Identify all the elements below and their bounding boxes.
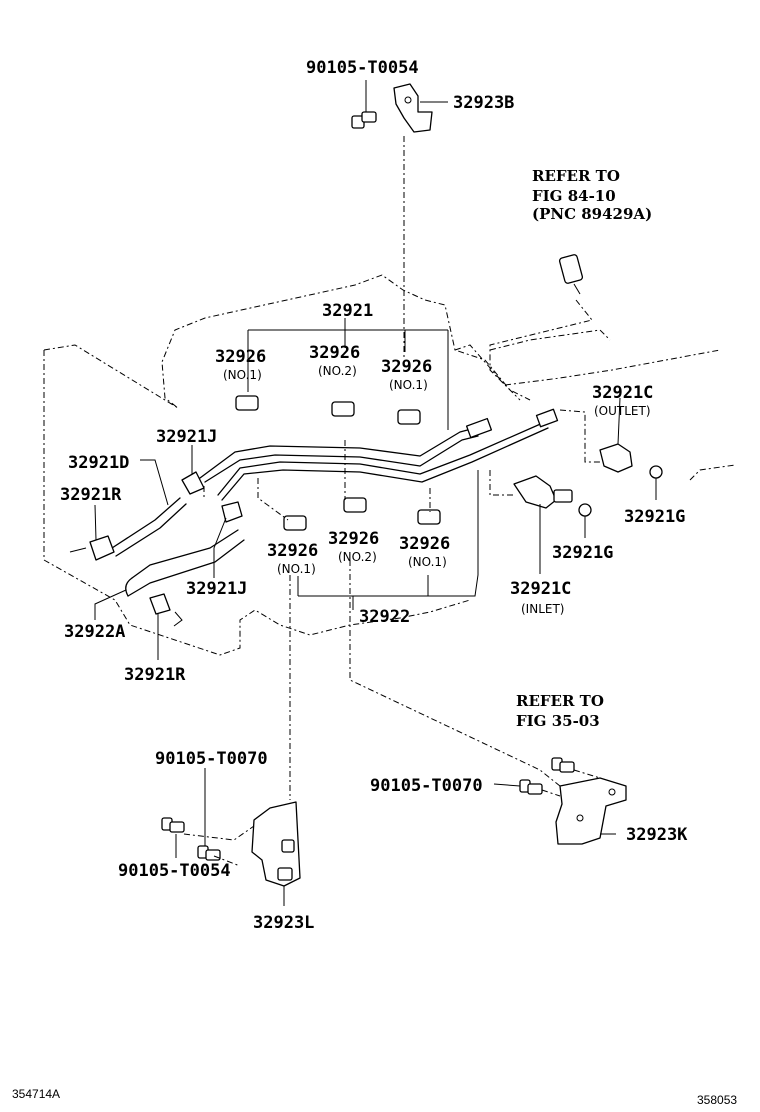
bolt-refer-fig-35-03 — [551, 757, 575, 773]
union-32921C-inlet — [513, 475, 592, 517]
clamp-32921R-bottom — [149, 593, 183, 627]
sensor-refer-fig-84-10 — [558, 254, 584, 295]
label-32926-c: 32926 — [381, 357, 432, 377]
cushions — [235, 395, 441, 531]
union-32921C-outlet — [599, 443, 663, 479]
label-32921: 32921 — [322, 301, 373, 321]
label-90105-T0054-top: 90105-T0054 — [306, 58, 419, 78]
label-32921C-inlet: 32921C — [510, 579, 571, 599]
fuel-pipes — [199, 408, 559, 501]
label-32921G-mid: 32921G — [552, 543, 613, 563]
label-32926-d-sub: (NO.1) — [277, 562, 316, 576]
clamp-32921R-top — [69, 535, 115, 561]
diagram-code-right: 358053 — [697, 1093, 737, 1107]
label-32923B: 32923B — [453, 93, 514, 113]
label-32926-e: 32926 — [328, 529, 379, 549]
label-32922A: 32922A — [64, 622, 125, 642]
label-32926-c-sub: (NO.1) — [389, 378, 428, 392]
leader-lines — [94, 80, 657, 906]
clamp-32921J-bottom — [221, 501, 243, 523]
assembly-dashed-lines — [183, 136, 601, 867]
engine-outline — [43, 274, 736, 656]
part-labels: 90105-T0054 32923B REFER TO FIG 84-10 (P… — [12, 58, 737, 1107]
hoses — [111, 497, 245, 597]
bolt-90105-T0054-bottom — [161, 817, 185, 833]
label-refer-top-line3: (PNC 89429A) — [532, 205, 652, 223]
label-32921J-top: 32921J — [156, 427, 217, 447]
bracket-32923L — [251, 801, 301, 887]
bolt-90105-T0070-left — [197, 845, 221, 861]
bracket-32923B — [393, 83, 433, 133]
label-32926-d: 32926 — [267, 541, 318, 561]
bracket-32923K — [555, 777, 627, 845]
label-32926-a: 32926 — [215, 347, 266, 367]
label-refer-top-line1: REFER TO — [532, 167, 620, 185]
label-90105-T0054-bottom: 90105-T0054 — [118, 861, 231, 881]
label-32926-a-sub: (NO.1) — [223, 368, 262, 382]
bolt-90105-T0070-right — [519, 779, 543, 795]
label-32926-f: 32926 — [399, 534, 450, 554]
label-90105-T0070-left: 90105-T0070 — [155, 749, 268, 769]
label-32926-e-sub: (NO.2) — [338, 550, 377, 564]
diagram-code-left: 354714A — [12, 1087, 60, 1101]
label-32921G-right: 32921G — [624, 507, 685, 527]
label-32921D: 32921D — [68, 453, 129, 473]
label-32926-f-sub: (NO.1) — [408, 555, 447, 569]
label-32921C-outlet-sub: (OUTLET) — [594, 404, 651, 418]
label-32921R-top: 32921R — [60, 485, 122, 505]
bolt-90105-T0054-top — [351, 111, 377, 129]
label-32921C-outlet: 32921C — [592, 383, 653, 403]
label-90105-T0070-right: 90105-T0070 — [370, 776, 483, 796]
label-32921R-bottom: 32921R — [124, 665, 186, 685]
label-refer-bottom-line1: REFER TO — [516, 692, 604, 710]
label-refer-top-line2: FIG 84-10 — [532, 187, 616, 205]
label-32921C-inlet-sub: (INLET) — [521, 602, 564, 616]
label-32922: 32922 — [359, 607, 410, 627]
label-32923K: 32923K — [626, 825, 688, 845]
label-32921J-bottom: 32921J — [186, 579, 247, 599]
label-32926-b: 32926 — [309, 343, 360, 363]
label-refer-bottom-line2: FIG 35-03 — [516, 712, 600, 730]
label-32926-b-sub: (NO.2) — [318, 364, 357, 378]
clamp-32921J-top — [181, 471, 205, 495]
label-32923L: 32923L — [253, 913, 314, 933]
